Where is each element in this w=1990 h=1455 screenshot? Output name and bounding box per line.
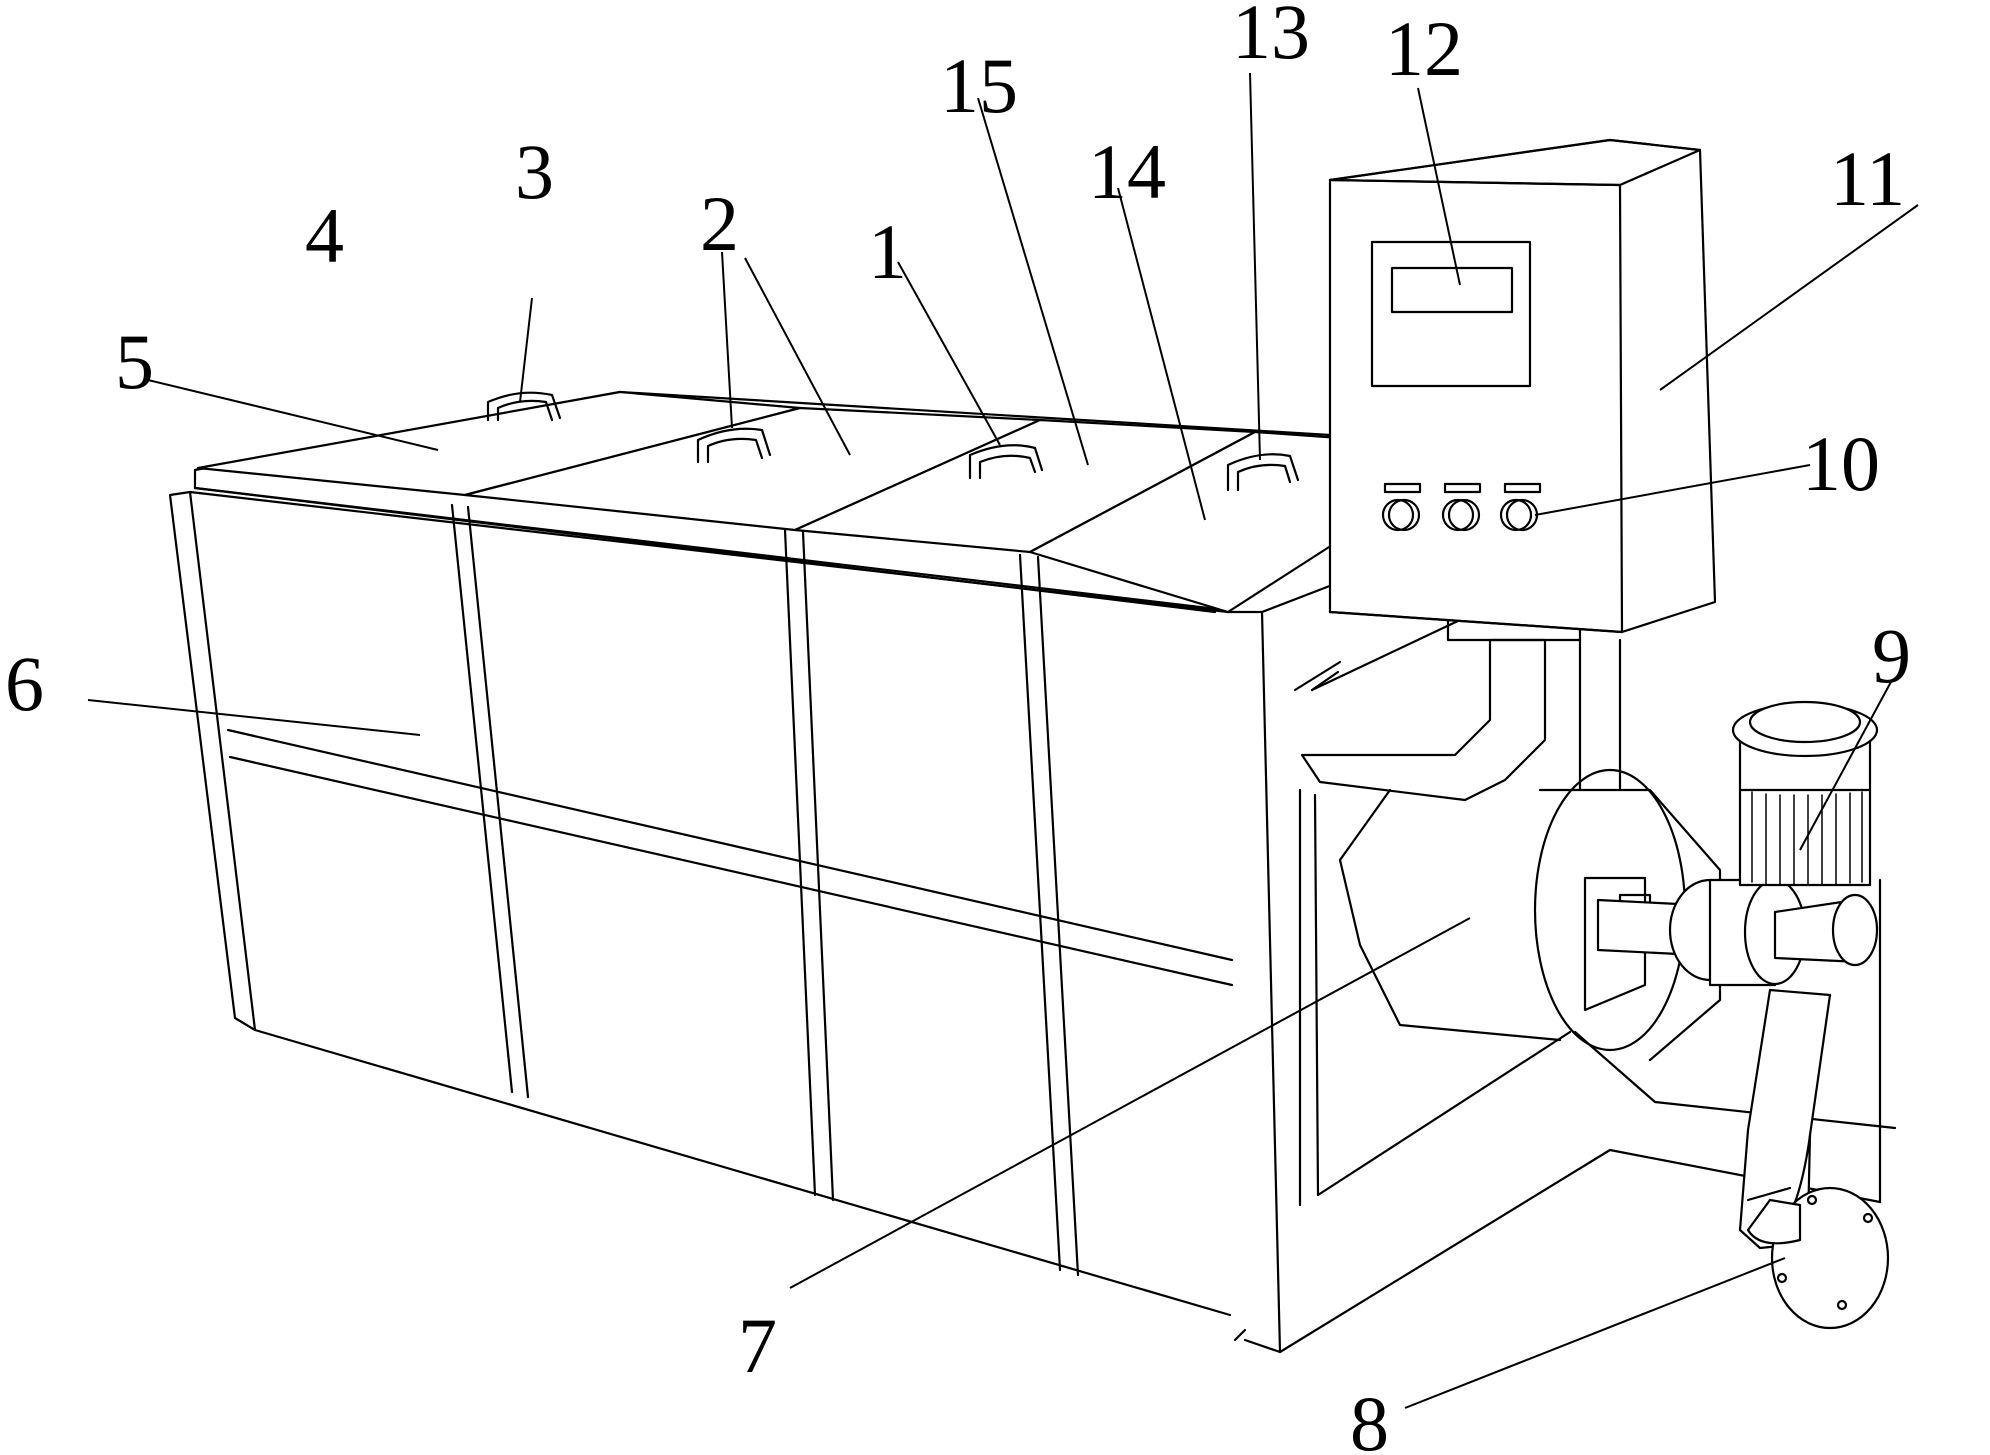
label-1: 1 bbox=[868, 208, 907, 295]
handle-1-icon bbox=[968, 444, 1044, 480]
flange-8 bbox=[1746, 1186, 1890, 1330]
leader-lines bbox=[87, 72, 1919, 1409]
label-13: 13 bbox=[1232, 0, 1310, 75]
frame-seams bbox=[450, 503, 1080, 1277]
label-3: 3 bbox=[515, 128, 554, 215]
tank-body bbox=[168, 390, 1332, 1354]
coupling bbox=[1596, 878, 1879, 987]
label-6: 6 bbox=[5, 640, 44, 727]
feed-chute bbox=[1293, 618, 1582, 802]
label-2: 2 bbox=[700, 180, 739, 267]
label-4: 4 bbox=[305, 192, 344, 279]
motor-9 bbox=[1731, 700, 1879, 887]
label-5: 5 bbox=[115, 318, 154, 405]
label-8: 8 bbox=[1350, 1380, 1389, 1455]
label-11: 11 bbox=[1830, 135, 1905, 222]
callout-labels: 1 2 3 4 5 6 7 8 9 10 11 12 13 14 15 bbox=[5, 0, 1911, 1455]
handle-3-icon bbox=[696, 427, 772, 464]
label-14: 14 bbox=[1088, 128, 1166, 215]
display-screen-12 bbox=[1370, 240, 1532, 388]
label-7: 7 bbox=[738, 1302, 777, 1389]
control-buttons-10 bbox=[1381, 482, 1542, 532]
label-15: 15 bbox=[940, 42, 1018, 129]
label-9: 9 bbox=[1872, 612, 1911, 699]
label-12: 12 bbox=[1385, 5, 1463, 92]
label-10: 10 bbox=[1802, 420, 1880, 507]
